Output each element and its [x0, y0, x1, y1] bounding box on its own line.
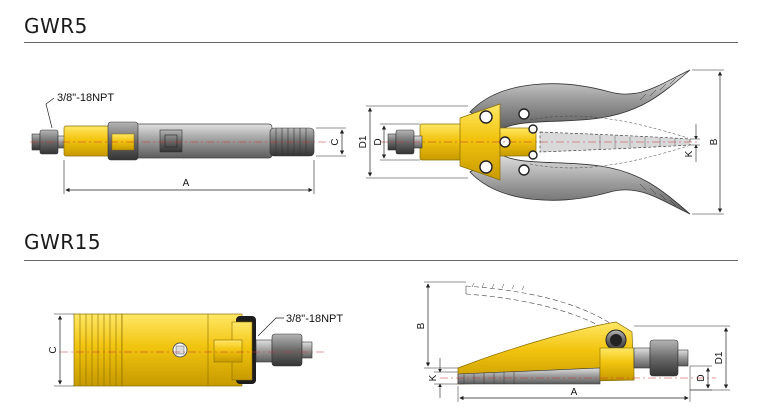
gwr15-top-view	[54, 313, 324, 387]
gwr5-dim-a: A	[183, 178, 190, 189]
gwr5-dim-d: D	[373, 138, 384, 145]
gwr5-top-view	[366, 69, 724, 215]
gwr5-port-label: 3/8"-18NPT	[57, 92, 114, 104]
gwr15-port-label: 3/8"-18NPT	[286, 313, 343, 325]
gwr5-dim-d1: D1	[358, 135, 369, 148]
section-title-gwr15: GWR15	[24, 230, 102, 254]
gwr5-side-view	[30, 97, 346, 194]
gwr15-dim-d: D	[696, 374, 707, 381]
section-divider-gwr15	[24, 260, 738, 261]
section-title-gwr5: GWR5	[24, 14, 88, 38]
gwr15-dim-k: K	[428, 374, 439, 381]
gwr5-dim-b: B	[709, 138, 720, 145]
gwr15-dim-c: C	[48, 346, 59, 353]
gwr15-dim-b: B	[416, 322, 427, 329]
gwr5-dim-k: K	[684, 150, 695, 157]
gwr5-dim-c: C	[330, 138, 341, 145]
gwr15-dim-d1: D1	[714, 351, 725, 364]
section-divider-gwr5	[24, 42, 738, 43]
gwr15-dim-a: A	[571, 387, 578, 398]
gwr15-side-view	[424, 281, 730, 402]
